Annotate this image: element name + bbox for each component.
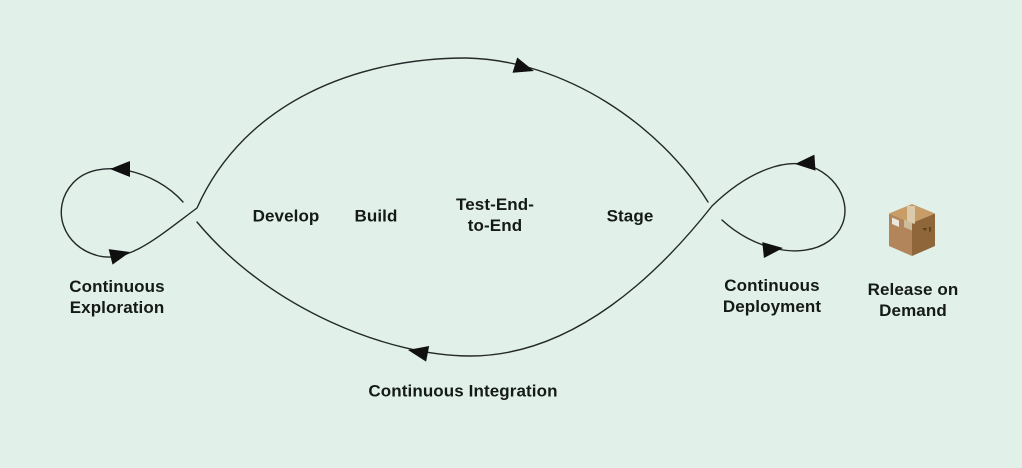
continuous-exploration-label: Continuous Exploration [69, 277, 165, 317]
arrowhead-bottom-arc-icon [408, 345, 430, 362]
arrowhead-exploration-top-icon [110, 161, 130, 177]
deployment-loop-and-bottom-arc-curve [196, 162, 846, 357]
arrowhead-top-arc-icon [512, 57, 534, 73]
continuous-integration-label: Continuous Integration [368, 381, 558, 401]
stage-label-build: Build [354, 206, 398, 226]
continuous-deployment-label: Continuous Deployment [722, 276, 822, 316]
arrowhead-exploration-bottom-icon [108, 249, 130, 265]
stage-label-develop: Develop [252, 206, 320, 226]
arrowhead-deployment-top-icon [795, 154, 816, 171]
release-on-demand-label: Release on Demand [867, 280, 959, 320]
arrowhead-deployment-bottom-icon [762, 242, 783, 259]
stage-label-stage: Stage [606, 206, 654, 226]
stage-label-test-end-to-end: Test-End- to-End [455, 195, 535, 235]
exploration-loop-and-top-arc-curve [60, 57, 709, 258]
package-box-icon [889, 204, 935, 256]
